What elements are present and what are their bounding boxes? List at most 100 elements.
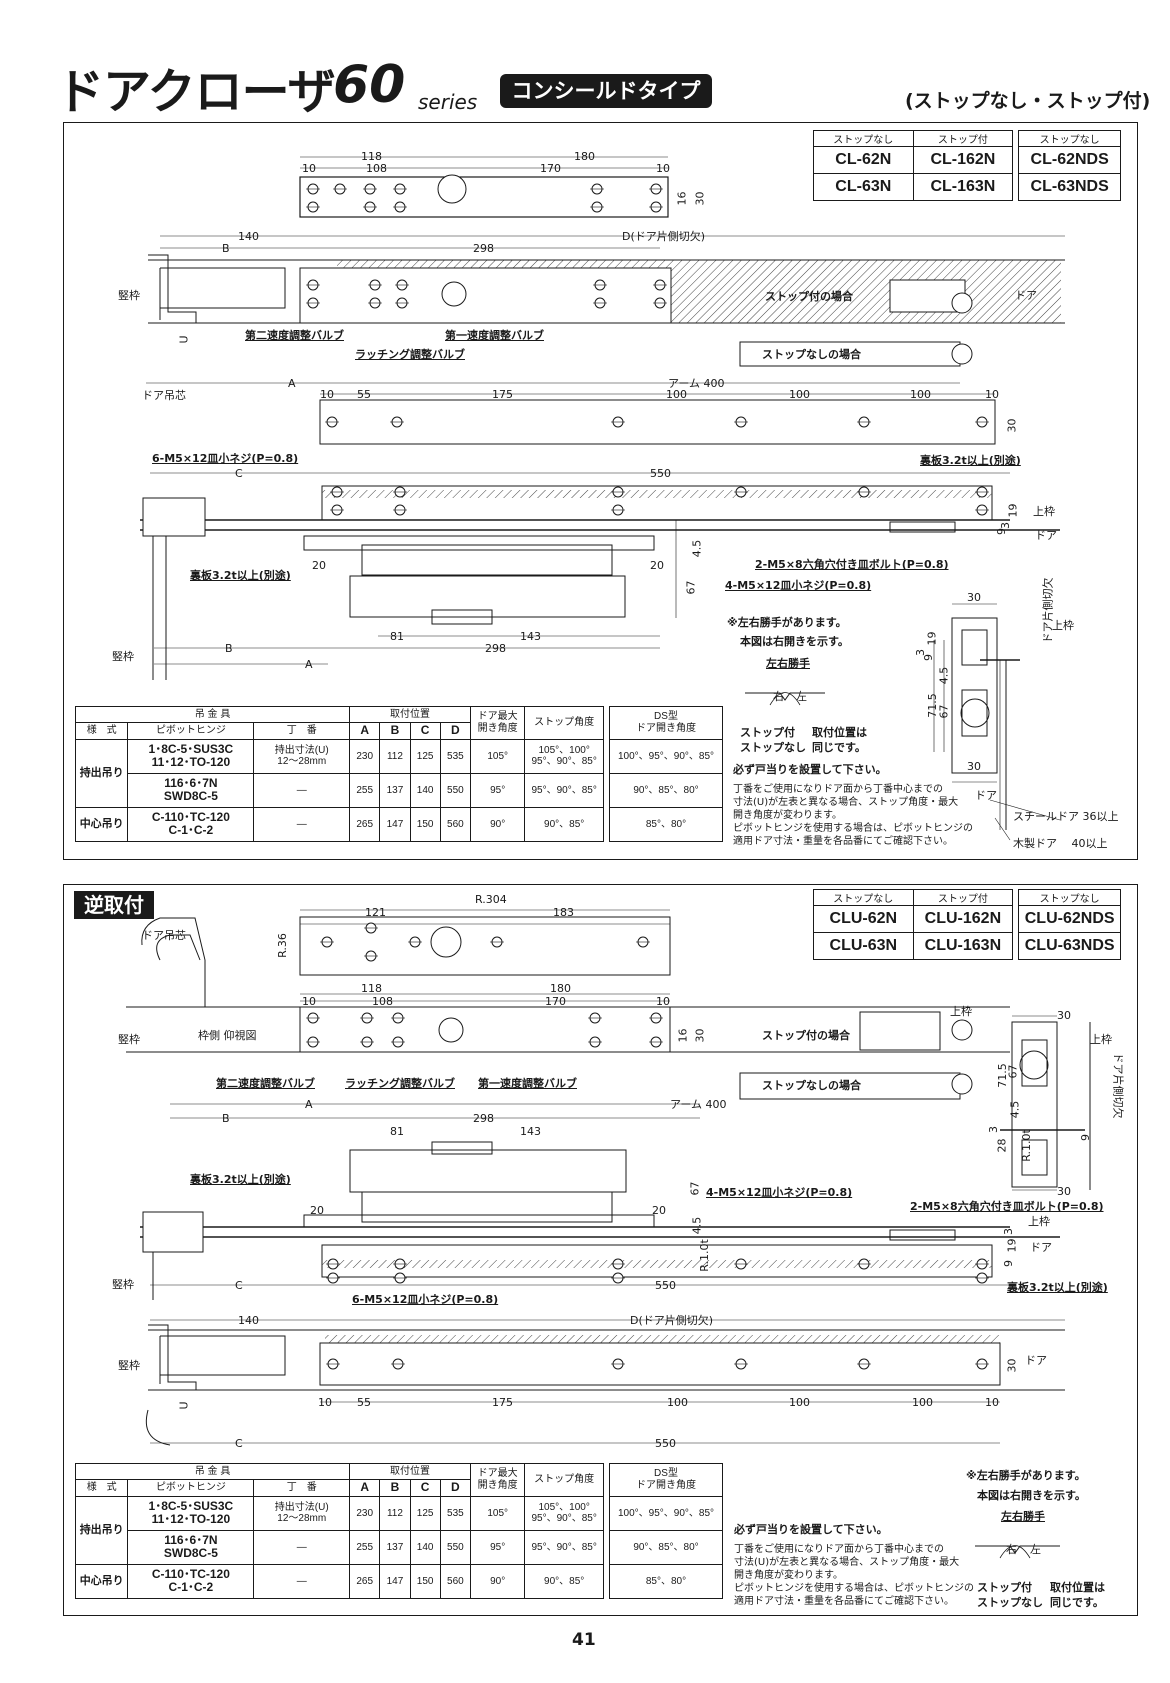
type-center: 中心吊り xyxy=(74,806,129,842)
cell: ― xyxy=(253,806,351,842)
cell: ― xyxy=(253,1529,351,1565)
dim-label: 19 xyxy=(1005,1238,1019,1253)
dim-label: 550 xyxy=(655,1437,676,1450)
note-line: 寸法(U)が左表と異なる場合、ストップ角度・最大 xyxy=(734,1557,960,1568)
dim-label: 30 xyxy=(967,760,981,773)
label-upper-frame: 上枠 xyxy=(1028,1215,1050,1228)
cell: 560 xyxy=(439,1563,471,1599)
dim-label: 175 xyxy=(492,388,513,401)
cell: 150 xyxy=(409,806,441,842)
dim-label: C xyxy=(235,1437,243,1450)
note-same-pos2: 同じです。 xyxy=(812,741,866,754)
dim-label: 3 xyxy=(999,522,1012,529)
label-valve2: 第二速度調整バルブ xyxy=(245,329,344,342)
subtitle: (ストップなし・ストップ付) xyxy=(905,90,1151,112)
dim-label: 140 xyxy=(238,1314,259,1327)
dim-label: 143 xyxy=(520,1125,541,1138)
page-title: ドアクローザ xyxy=(56,64,336,120)
th-ds: DS型ドア開き角度 xyxy=(609,1463,723,1497)
dim-label: 298 xyxy=(473,1112,494,1125)
cell: 112 xyxy=(379,738,411,774)
cell: 137 xyxy=(379,772,411,808)
th-pivot: ピボットヒンジ xyxy=(127,1479,255,1497)
dim-label: 30 xyxy=(1005,1358,1019,1373)
dim-label: 67 xyxy=(937,704,951,719)
label-tatewaku: 竪枠 xyxy=(118,289,140,302)
cell: 95°、90°、85° xyxy=(524,772,604,808)
th-a: A xyxy=(349,722,381,740)
cell: 90°、85°、80° xyxy=(609,772,723,808)
label-tatewaku2: 竪枠 xyxy=(112,1278,134,1291)
dim-label: 20 xyxy=(310,1204,324,1217)
model-cell: CL-163N xyxy=(912,173,1014,201)
cell: 140 xyxy=(409,1529,441,1565)
cell: 100°、95°、90°、85° xyxy=(609,1495,723,1531)
dim-label: A xyxy=(305,658,313,671)
pivot-hole-icon xyxy=(438,1017,464,1043)
note-same-pos2: 同じです。 xyxy=(1050,1596,1104,1609)
label-bolt2: 2-M5×8六角穴付き皿ボルト(P=0.8) xyxy=(910,1200,1104,1213)
th-door-max: ドア最大開き角度 xyxy=(469,1463,526,1497)
note-same-pos1: 取付位置は xyxy=(1050,1581,1105,1594)
dim-label: 100 xyxy=(789,388,810,401)
dim-label: 100 xyxy=(667,1396,688,1409)
type-offset: 持出吊り xyxy=(74,1495,129,1565)
label-latching: ラッチング調整バルブ xyxy=(345,1077,455,1090)
dim-label: 81 xyxy=(390,1125,404,1138)
model-cell: CL-63NDS xyxy=(1018,173,1121,201)
label-upper-frame: 上枠 xyxy=(950,1005,972,1018)
label-door: ドア xyxy=(975,789,997,802)
header-stop-none: ストップなし xyxy=(813,889,914,906)
cell: 125 xyxy=(409,738,441,774)
label-door-pivot: ドア吊芯 xyxy=(142,389,186,402)
dim-label: 298 xyxy=(473,242,494,255)
label-steel-door: スチールドア 36以上 xyxy=(1013,810,1119,823)
dim-label: 108 xyxy=(372,995,393,1008)
label-screw6: 6-M5×12皿小ネジ(P=0.8) xyxy=(352,1293,499,1306)
series-number: 60 xyxy=(333,55,406,115)
pivot-hole-icon xyxy=(951,1019,973,1041)
label-upper-frame: 上枠 xyxy=(1090,1033,1112,1046)
label-wood-door: 木製ドア 40以上 xyxy=(1013,837,1108,850)
label-tatewaku3: 竪枠 xyxy=(118,1359,140,1372)
dim-label: アーム 400 xyxy=(670,1098,727,1111)
dim-label: 183 xyxy=(553,906,574,919)
note-line: 適用ドア寸法・重量を各品番にてご確認下さい。 xyxy=(733,836,953,847)
label-stop-none: ストップなしの場合 xyxy=(762,348,861,361)
th-d: D xyxy=(439,722,471,740)
note-line: 開き角度が変わります。 xyxy=(734,1570,843,1581)
label-stop-with: ストップ付の場合 xyxy=(762,1029,850,1042)
label-tatewaku: 竪枠 xyxy=(118,1033,140,1046)
note-stop-with: ストップ付 xyxy=(740,726,795,739)
dim-label: R.1.0t xyxy=(697,1239,711,1272)
dim-label: R.1.0t xyxy=(1019,1129,1033,1162)
label-door: ドア xyxy=(1030,1241,1052,1254)
dim-label: R.304 xyxy=(475,893,507,906)
dim-label: 4.5 xyxy=(690,539,704,558)
note-figure: 本図は右開きを示す。 xyxy=(740,635,849,648)
dim-label: 143 xyxy=(520,630,541,643)
cell: 535 xyxy=(439,738,471,774)
cell: 105° xyxy=(469,1495,526,1531)
dim-label: 20 xyxy=(652,1204,666,1217)
dim-label: 140 xyxy=(238,230,259,243)
dim-label: 4.5 xyxy=(690,1216,704,1235)
header-stop-none: ストップなし xyxy=(813,130,914,147)
th-style: 様 式 xyxy=(74,1479,129,1497)
label-backplate-left: 裏板3.2t以上(別途) xyxy=(190,569,291,582)
reverse-mount-panel xyxy=(63,884,1138,1616)
cell: 140 xyxy=(409,772,441,808)
cell: 95° xyxy=(469,1529,526,1565)
dim-label: 55 xyxy=(357,1396,371,1409)
hinge-cell: 持出寸法(U)12～28mm xyxy=(253,1495,351,1531)
dim-label: 550 xyxy=(650,467,671,480)
dim-label: 81 xyxy=(390,630,404,643)
th-c: C xyxy=(409,722,441,740)
model-cell: CLU-163N xyxy=(912,932,1014,960)
dim-label: C xyxy=(235,467,243,480)
note-line: 寸法(U)が左表と異なる場合、ストップ角度・最大 xyxy=(733,797,959,808)
label-door: ドア xyxy=(1015,289,1037,302)
dim-label: 100 xyxy=(910,388,931,401)
dim-label: 10 xyxy=(656,995,670,1008)
